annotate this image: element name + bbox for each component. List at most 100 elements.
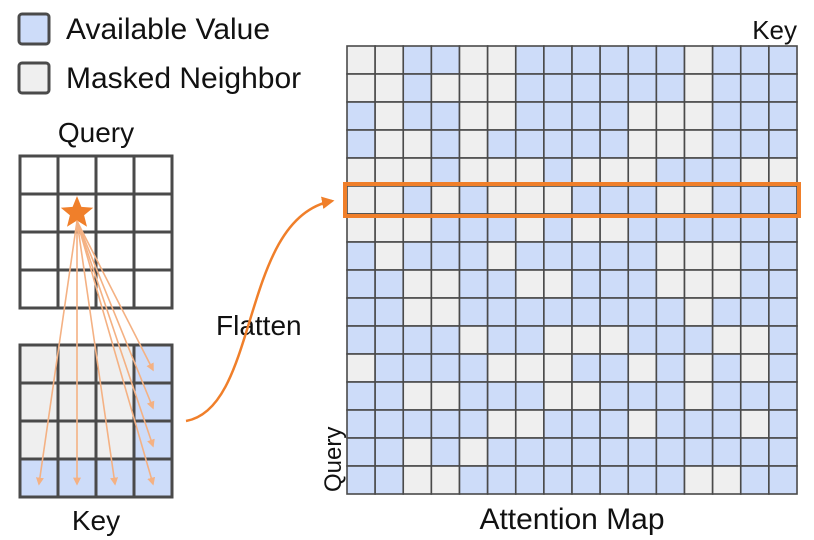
attention-cell-available [543, 157, 573, 187]
attention-cell-available [374, 297, 405, 327]
attention-cell-available [543, 409, 573, 439]
attention-cell-masked [374, 213, 405, 243]
attention-cell-masked [599, 213, 630, 243]
query-grid-cell [132, 154, 174, 196]
attention-cell-available [514, 325, 545, 355]
key-cell-available [18, 457, 60, 499]
query-grid-cell [94, 268, 136, 310]
attention-cell-available [739, 45, 770, 75]
attention-cell-available [458, 297, 489, 327]
attention-cell-available [571, 353, 601, 383]
attention-cell-available [486, 213, 517, 243]
attention-cell-available [768, 213, 798, 243]
attention-cell-masked [514, 185, 545, 215]
attention-cell-masked [683, 353, 714, 383]
attention-cell-available [486, 269, 517, 299]
attention-cell-masked [543, 325, 573, 355]
attention-cell-masked [486, 73, 517, 103]
attention-cell-available [768, 241, 798, 271]
attention-cell-available [599, 409, 630, 439]
attention-cell-masked [374, 157, 405, 187]
attention-cell-masked [627, 129, 658, 159]
attention-cell-available [655, 381, 686, 411]
attention-cell-available [430, 409, 461, 439]
query-grid-cell [18, 268, 60, 310]
legend-available-label: Available Value [66, 13, 270, 46]
attention-cell-masked [543, 381, 573, 411]
attention-cell-available [486, 325, 517, 355]
attention-cell-masked [346, 45, 376, 75]
key-cell-masked [18, 381, 60, 423]
attention-cell-masked [486, 185, 517, 215]
attention-cell-available [402, 409, 433, 439]
attention-cell-available [571, 73, 601, 103]
attention-cell-masked [430, 73, 461, 103]
attention-cell-available [402, 241, 433, 271]
attention-cell-available [402, 101, 433, 131]
query-grid-cell [18, 230, 60, 272]
attention-cell-available [374, 269, 405, 299]
attention-cell-available [346, 325, 376, 355]
attention-cell-available [543, 437, 573, 467]
neighbor-arrows [35, 220, 156, 486]
attention-cell-available [543, 129, 573, 159]
attention-cell-masked [683, 297, 714, 327]
attention-cell-available [458, 409, 489, 439]
key-cell-available [132, 457, 174, 499]
attention-cell-masked [486, 353, 517, 383]
attention-cell-masked [374, 241, 405, 271]
attention-cell-available [486, 381, 517, 411]
attention-cell-available [739, 465, 770, 495]
attention-cell-available [768, 269, 798, 299]
attention-cell-available [655, 353, 686, 383]
attention-cell-masked [711, 465, 742, 495]
attention-cell-available [346, 241, 376, 271]
attention-cell-available [458, 241, 489, 271]
attention-cell-available [768, 465, 798, 495]
key-cell-masked [18, 343, 60, 385]
attention-cell-available [599, 465, 630, 495]
neighbor-arrow [76, 220, 155, 448]
attention-cell-available [711, 437, 742, 467]
attention-cell-available [571, 45, 601, 75]
attention-cell-available [514, 45, 545, 75]
attention-cell-available [514, 297, 545, 327]
attention-cell-available [402, 325, 433, 355]
attention-cell-available [739, 213, 770, 243]
attention-cell-masked [655, 185, 686, 215]
attention-cell-available [768, 129, 798, 159]
legend-available-swatch [17, 12, 51, 46]
attention-cell-available [458, 465, 489, 495]
attention-cell-available [711, 129, 742, 159]
query-grid-cell [94, 154, 136, 196]
attention-cell-available [374, 409, 405, 439]
attention-cell-masked [514, 353, 545, 383]
neighbor-arrow [35, 220, 78, 486]
attention-cell-available [711, 101, 742, 131]
attention-map-grid [346, 45, 798, 495]
attention-cell-masked [627, 157, 658, 187]
attention-cell-masked [711, 241, 742, 271]
attention-cell-available [627, 297, 658, 327]
attention-cell-masked [599, 157, 630, 187]
attention-cell-available [599, 73, 630, 103]
attention-cell-available [514, 241, 545, 271]
legend: Available Value Masked Neighbor [17, 12, 301, 95]
attention-cell-available [346, 129, 376, 159]
attention-cell-available [627, 73, 658, 103]
attention-cell-masked [486, 157, 517, 187]
attention-cell-available [683, 437, 714, 467]
attention-cell-available [711, 409, 742, 439]
attention-cell-available [627, 325, 658, 355]
attention-cell-available [768, 409, 798, 439]
attention-cell-masked [458, 45, 489, 75]
attention-cell-masked [402, 297, 433, 327]
attention-cell-masked [739, 157, 770, 187]
attention-cell-available [711, 157, 742, 187]
attention-cell-masked [458, 437, 489, 467]
attention-cell-available [543, 241, 573, 271]
legend-masked-swatch [17, 61, 51, 95]
attention-cell-masked [486, 45, 517, 75]
attention-cell-available [346, 465, 376, 495]
